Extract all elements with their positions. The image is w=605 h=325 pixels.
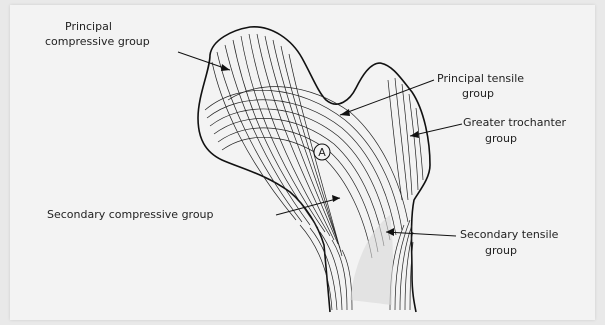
label-greater-trochanter-line2: group xyxy=(485,132,517,145)
label-secondary-compressive: Secondary compressive group xyxy=(47,208,214,221)
ward-marker: A xyxy=(314,144,330,160)
ward-marker-label: A xyxy=(318,146,326,159)
label-secondary-tensile-line2: group xyxy=(485,244,517,257)
label-principal-compressive-line1: Principal xyxy=(65,20,112,33)
label-secondary-tensile-line1: Secondary tensile xyxy=(460,228,559,241)
label-principal-tensile-line1: Principal tensile xyxy=(437,72,524,85)
label-principal-compressive-line2: compressive group xyxy=(45,35,150,48)
label-principal-tensile-line2: group xyxy=(462,87,494,100)
label-greater-trochanter-line1: Greater trochanter xyxy=(463,116,567,129)
paper-background xyxy=(10,5,595,320)
